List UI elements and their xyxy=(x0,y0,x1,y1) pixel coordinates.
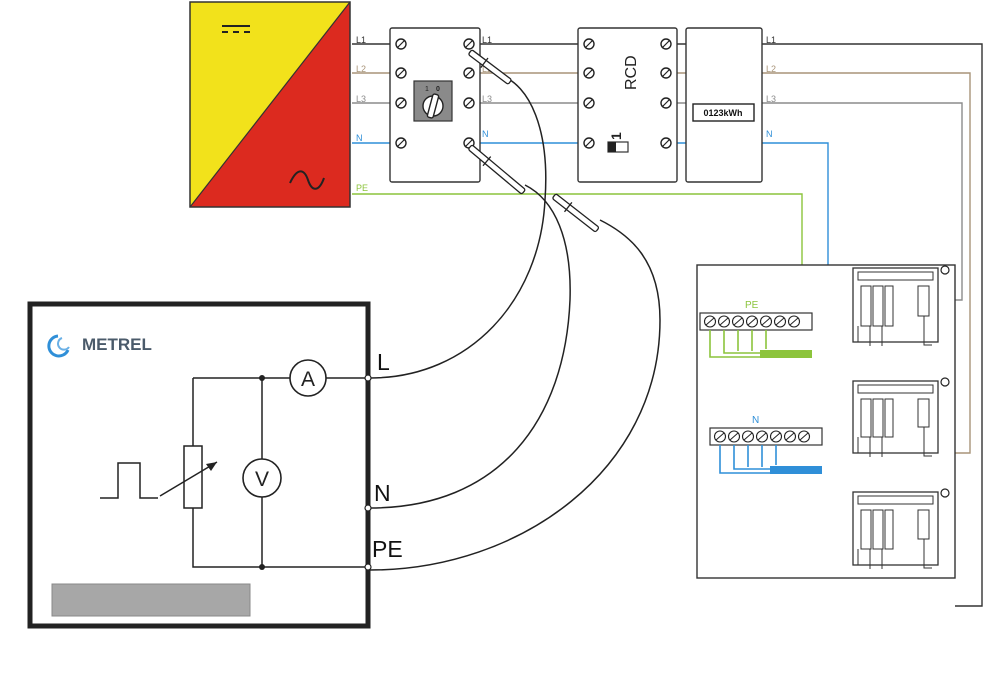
inverter-label-l1: L1 xyxy=(356,35,366,45)
test-lead-pe xyxy=(369,219,661,571)
n-bar-label: N xyxy=(752,415,759,426)
wire-l3 xyxy=(352,102,963,301)
inverter-label-n: N xyxy=(356,133,363,143)
voltmeter: V xyxy=(242,458,282,498)
probe-pe xyxy=(552,193,600,233)
rcd: RCD 1 xyxy=(577,27,678,183)
meter-label-l1: L1 xyxy=(766,35,776,45)
probe-n xyxy=(468,144,526,195)
distribution-board: PE N xyxy=(696,264,956,579)
switch-label-l1: L1 xyxy=(482,35,492,45)
switch-label-l3: L3 xyxy=(482,94,492,104)
wire-n xyxy=(352,142,829,428)
switch-label-n: N xyxy=(482,129,489,139)
test-lead-n xyxy=(369,184,571,509)
rcd-label: RCD xyxy=(623,55,640,90)
ammeter: A xyxy=(289,359,327,397)
switch-pos-on: 1 xyxy=(425,86,429,93)
voltmeter-symbol: V xyxy=(255,468,269,491)
terminal-label-pe: PE xyxy=(372,536,403,562)
meter-label-l2: L2 xyxy=(766,64,776,74)
ac-symbol-icon xyxy=(289,170,325,190)
dc-symbol-icon xyxy=(222,25,250,33)
switch-pos-off: 0 xyxy=(436,86,440,93)
test-instrument: METREL A V L N PE xyxy=(27,301,403,629)
socket-outlet-1 xyxy=(852,265,950,346)
isolator-switch: 1 0 L1 L2 L3 N xyxy=(389,27,492,183)
rotary-knob[interactable] xyxy=(422,93,444,119)
n-terminal-bar: N xyxy=(709,415,823,474)
pe-bar-label: PE xyxy=(745,300,759,311)
switch-terminals xyxy=(395,38,475,149)
inverter-label-l2: L2 xyxy=(356,64,366,74)
ammeter-symbol: A xyxy=(301,368,315,391)
brand-logo-text: METREL xyxy=(82,335,152,354)
internal-circuit xyxy=(100,377,368,568)
instrument-display-panel xyxy=(51,583,251,617)
terminal-label-n: N xyxy=(374,480,391,506)
meter-label-l3: L3 xyxy=(766,94,776,104)
socket-outlet-3 xyxy=(852,488,950,569)
rcd-toggle[interactable] xyxy=(607,141,629,153)
wire-l2 xyxy=(352,72,971,454)
terminal-label-l: L xyxy=(377,349,390,375)
probe-l1 xyxy=(468,49,512,85)
rcd-toggle-label: 1 xyxy=(608,132,624,140)
probe-tips xyxy=(468,49,600,233)
wire-l1 xyxy=(352,43,983,607)
meter-label-n: N xyxy=(766,129,773,139)
metrel-logo-icon xyxy=(47,334,70,358)
socket-outlet-2 xyxy=(852,377,950,457)
test-leads xyxy=(369,74,661,571)
pe-terminal-bar: PE xyxy=(699,300,813,358)
energy-meter: 0123kWh L1 L2 L3 N xyxy=(685,27,776,183)
meter-reading: 0123kWh xyxy=(703,108,742,118)
inverter-label-pe: PE xyxy=(356,183,368,193)
inverter: L1 L2 L3 N PE xyxy=(189,1,368,208)
test-lead-l xyxy=(369,74,547,379)
inverter-label-l3: L3 xyxy=(356,94,366,104)
